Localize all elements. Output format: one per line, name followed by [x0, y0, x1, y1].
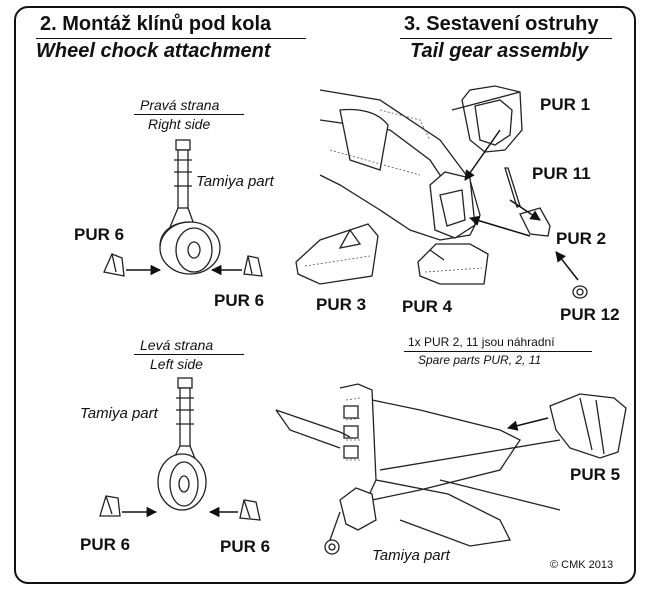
fuselage-tail-drawing	[319, 89, 481, 241]
tail-cover-part-pur3	[295, 223, 379, 285]
pur5-label: PUR 5	[570, 465, 621, 484]
instruction-frame	[14, 6, 636, 584]
tamiya-part-label-bottom: Tamiya part	[80, 405, 158, 422]
arrow-pur1-into-bay	[464, 129, 501, 181]
section-2-title-english: Wheel chock attachment	[36, 40, 271, 62]
tail-cover-part-pur4	[417, 243, 489, 285]
left-landing-gear-drawing	[157, 377, 207, 511]
pur6-label-bottom-right: PUR 6	[220, 537, 271, 556]
left-side-divider	[134, 354, 244, 355]
section-3-title-english: Tail gear assembly	[410, 40, 589, 62]
wheel-chock-bottom-right	[239, 499, 261, 521]
spare-parts-divider	[404, 351, 592, 352]
pur6-label-bottom-left: PUR 6	[80, 535, 131, 554]
wheel-chock-top-right	[243, 255, 263, 277]
tamiya-part-label-top: Tamiya part	[196, 173, 274, 190]
section-2-title-czech: 2. Montáž klínů pod kola	[40, 13, 272, 35]
copyright-notice: © CMK 2013	[550, 559, 614, 571]
pur12-label: PUR 12	[560, 305, 620, 324]
right-side-label-english: Right side	[148, 116, 211, 132]
pur4-label: PUR 4	[402, 297, 453, 316]
wheel-chock-bottom-left	[99, 495, 121, 517]
spare-parts-note-czech: 1x PUR 2, 11 jsou náhradní	[408, 335, 555, 349]
arrow-pur11	[509, 199, 541, 221]
pur6-label-top-left: PUR 6	[74, 225, 125, 244]
left-side-label-english: Left side	[150, 356, 203, 372]
pur6-label-top-right: PUR 6	[214, 291, 265, 310]
pur11-label: PUR 11	[532, 164, 591, 183]
section-3-title-divider	[400, 38, 612, 39]
right-side-label-czech: Pravá strana	[140, 97, 220, 113]
pur2-label: PUR 2	[556, 229, 607, 248]
spare-parts-note-english: Spare parts PUR, 2, 11	[418, 353, 542, 367]
tail-cover-part-pur5	[549, 393, 627, 459]
left-side-label-czech: Levá strana	[140, 337, 214, 353]
arrow-pur12	[555, 251, 579, 281]
aircraft-rear-view-drawing	[275, 383, 561, 555]
arrow-pur5	[506, 417, 549, 431]
section-3-title-czech: 3. Sestavení ostruhy	[404, 13, 599, 35]
tail-gear-bay-part	[451, 85, 523, 153]
tail-wheel-strut-part	[504, 167, 551, 237]
section-2-title-divider	[36, 38, 306, 39]
right-side-divider	[134, 114, 244, 115]
right-landing-gear-drawing	[159, 139, 221, 275]
tamiya-part-label-tail: Tamiya part	[372, 547, 450, 564]
pur3-label: PUR 3	[316, 295, 367, 314]
arrow-pur2-into-bay	[468, 215, 531, 237]
tail-wheel-part	[572, 285, 588, 299]
wheel-chock-top-left	[103, 253, 125, 277]
pur1-label: PUR 1	[540, 95, 591, 114]
